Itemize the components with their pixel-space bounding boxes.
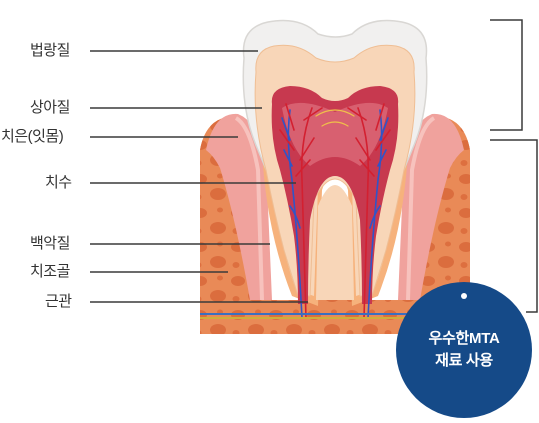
mta-badge: 우수한MTA 재료 사용 [396, 282, 532, 418]
label-dentin: 상아질 [30, 99, 70, 116]
root-furcation [316, 185, 354, 300]
label-gingiva: 치은(잇몸) [1, 128, 64, 145]
label-cementum: 백악질 [30, 235, 70, 252]
nerves-and-vessels [279, 103, 391, 319]
label-pulp: 치수 [45, 174, 72, 191]
crown-bracket [490, 19, 523, 131]
label-enamel: 법랑질 [30, 42, 70, 59]
badge-line-1: 우수한MTA [428, 330, 500, 347]
gum [206, 113, 464, 301]
badge-dot [461, 293, 467, 299]
badge-line-2: 재료 사용 [435, 352, 493, 369]
label-alveolar-bone: 치조골 [30, 263, 70, 280]
leader-lines [90, 50, 308, 303]
label-root-canal: 근관 [45, 293, 72, 310]
root-bracket [490, 139, 538, 313]
